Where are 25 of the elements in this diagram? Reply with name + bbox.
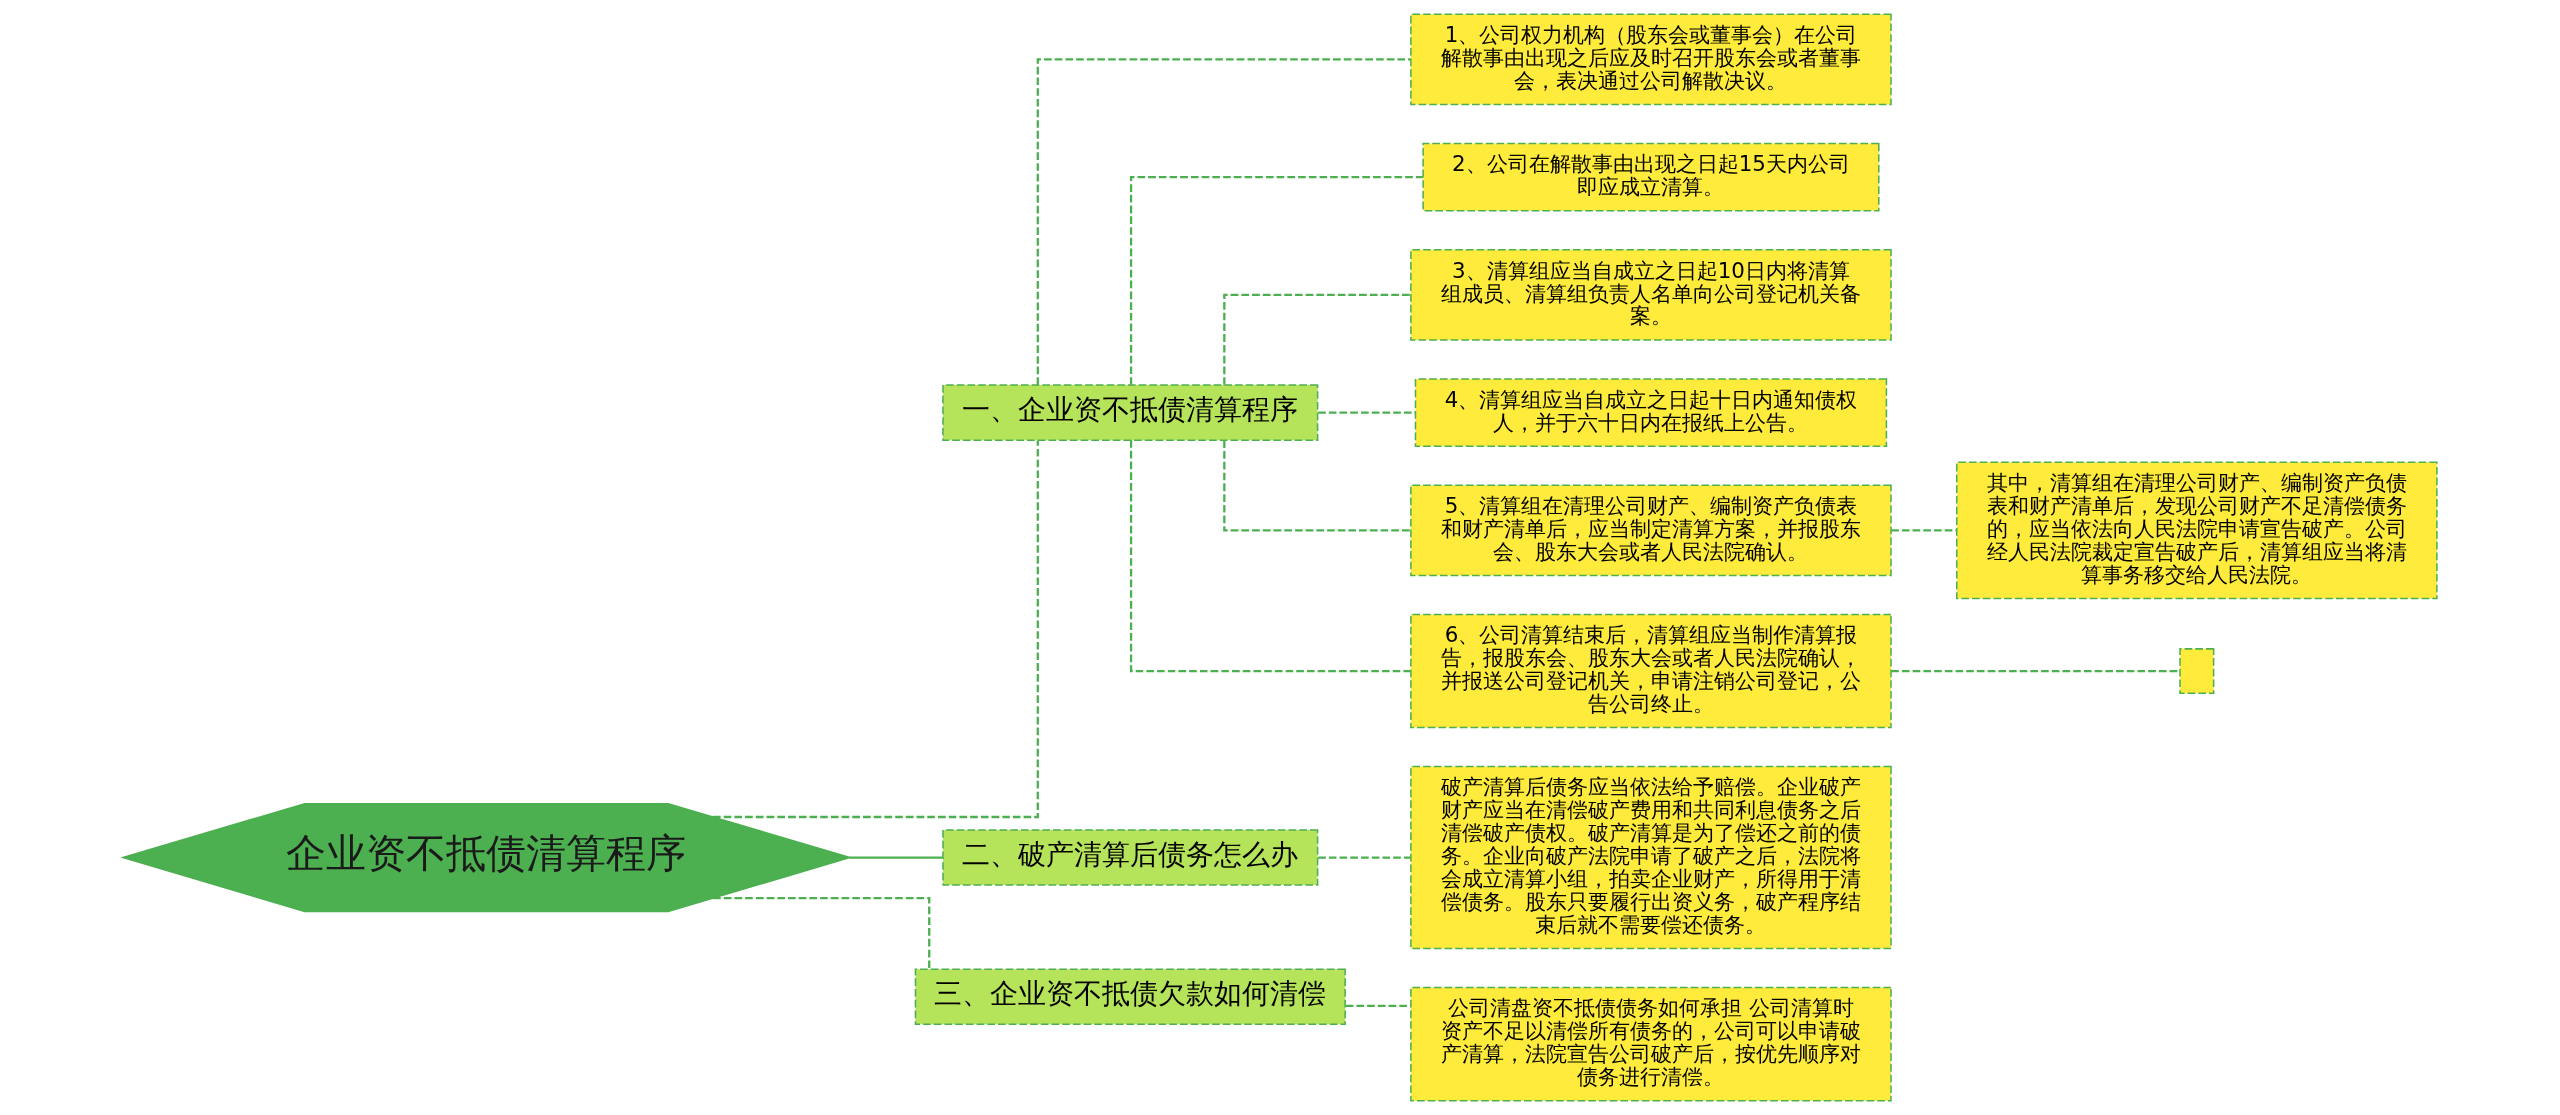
connector [1223,293,1411,385]
node-box: 4、清算组应当自成立之日起十日内通知债权人，并于六十日内在报纸上公告。 [1414,378,1888,448]
connector [1891,669,2180,673]
node-box: 6、公司清算结束后，清算组应当制作清算报告，报股东会、股东大会或者人民法院确认，并报送公司登记机关，申请注销公司登记，公告公司终止。 [1410,613,1892,729]
node-box: 一、企业资不抵债清算程序 [942,384,1319,441]
node-box: 二、破产清算后债务怎么办 [942,829,1319,886]
connector [849,856,943,859]
node-box [2179,648,2215,694]
node-box: 公司清盘资不抵债债务如何承担 公司清算时资产不足以清偿所有债务的，公司可以申请破产清算，法院宣告公司破产后，按优先顺序对债务进行清偿。 [1410,986,1892,1102]
connector [1345,1004,1411,1008]
node-box: 3、清算组应当自成立之日起10日内将清算组成员、清算组负责人名单向公司登记机关备案。 [1410,249,1892,341]
node-box: 5、清算组在清理公司财产、编制资产负债表和财产清单后，应当制定清算方案，并报股东会、股东大会或者人民法院确认。 [1410,484,1892,577]
connector [713,440,1039,819]
connector [1036,58,1411,385]
node-box: 1、公司权力机构（股东会或董事会）在公司解散事由出现之后应及时召开股东会或者董事会，表决通过公司解散决议。 [1410,13,1892,106]
connector [1318,856,1411,859]
node-box: 2、公司在解散事由出现之日起15天内公司即应成立清算。 [1422,142,1880,212]
connector [1891,529,1957,532]
connector [1223,440,1411,532]
connector [1129,440,1411,673]
node-box: 破产清算后债务应当依法给予赔偿。企业破产财产应当在清偿破产费用和共同利息债务之后清偿破产债权。破产清算是为了偿还之前的债务。企业向破产法院申请了破产之后，法院将会成立清算小组，拍卖企业财产，所得用于清偿债务。股东只要履行出资义务，破产程序结束后就不需要偿还债务。 [1410,765,1892,950]
connector [1129,176,1423,385]
node-box: 其中，清算组在清理公司财产、编制资产负债表和财产清单后，发现公司财产不足清偿债务的，应当依法向人民法院申请宣告破产。公司经人民法院裁定宣告破产后，清算组应当将清算事务移交给人民法院。 [1956,461,2438,600]
connector [713,897,931,969]
node-box: 三、企业资不抵债欠款如何清偿 [914,968,1346,1025]
